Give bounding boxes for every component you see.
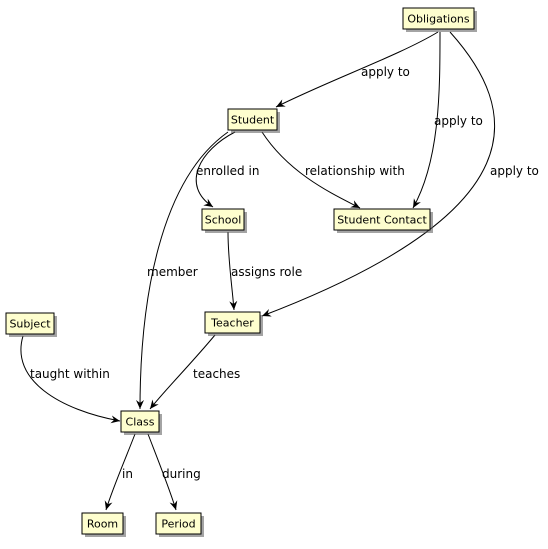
edge-label: in [122,467,133,481]
node-teacher: Teacher [204,311,263,336]
node-obligations: Obligations [402,7,477,32]
node-label: Period [161,518,195,531]
edge-school-teacher: assigns role [227,231,302,311]
edge-obligations-student-contact: apply to [412,31,483,209]
node-label: Obligations [407,13,470,26]
edge-student-student-contact: relationship with [261,131,405,209]
edge-student-class: member [136,131,229,410]
node-label: Class [126,416,155,429]
edge-label: apply to [434,114,483,128]
edge-class-room: in [104,433,136,511]
edge-label: member [147,265,198,279]
node-period: Period [155,512,204,537]
node-label: Student Contact [337,214,427,227]
edge-label: teaches [193,367,240,381]
node-subject: Subject [5,312,57,337]
edge-label: assigns role [231,265,302,279]
node-label: Room [87,518,118,531]
node-label: School [205,214,242,227]
edge-class-period: during [147,433,201,511]
edge-label: during [162,467,201,481]
edge-obligations-teacher: apply to [261,31,539,317]
node-class: Class [120,410,162,435]
node-room: Room [81,512,126,537]
edge-label: apply to [490,164,539,178]
node-label: Subject [9,318,51,331]
node-student-contact: Student Contact [333,208,433,233]
edge-label: relationship with [305,164,405,178]
edge-student-school: enrolled in [195,131,259,208]
edge-obligations-student: apply to [275,31,439,108]
node-label: Student [231,114,275,127]
node-school: School [201,208,247,233]
edge-label: apply to [361,65,410,79]
edge-label: enrolled in [196,164,259,178]
edge-teacher-class: teaches [149,334,240,410]
edge-subject-class: taught within [20,335,121,424]
edge-label: taught within [30,367,110,381]
node-label: Teacher [210,317,254,330]
node-student: Student [227,108,280,133]
